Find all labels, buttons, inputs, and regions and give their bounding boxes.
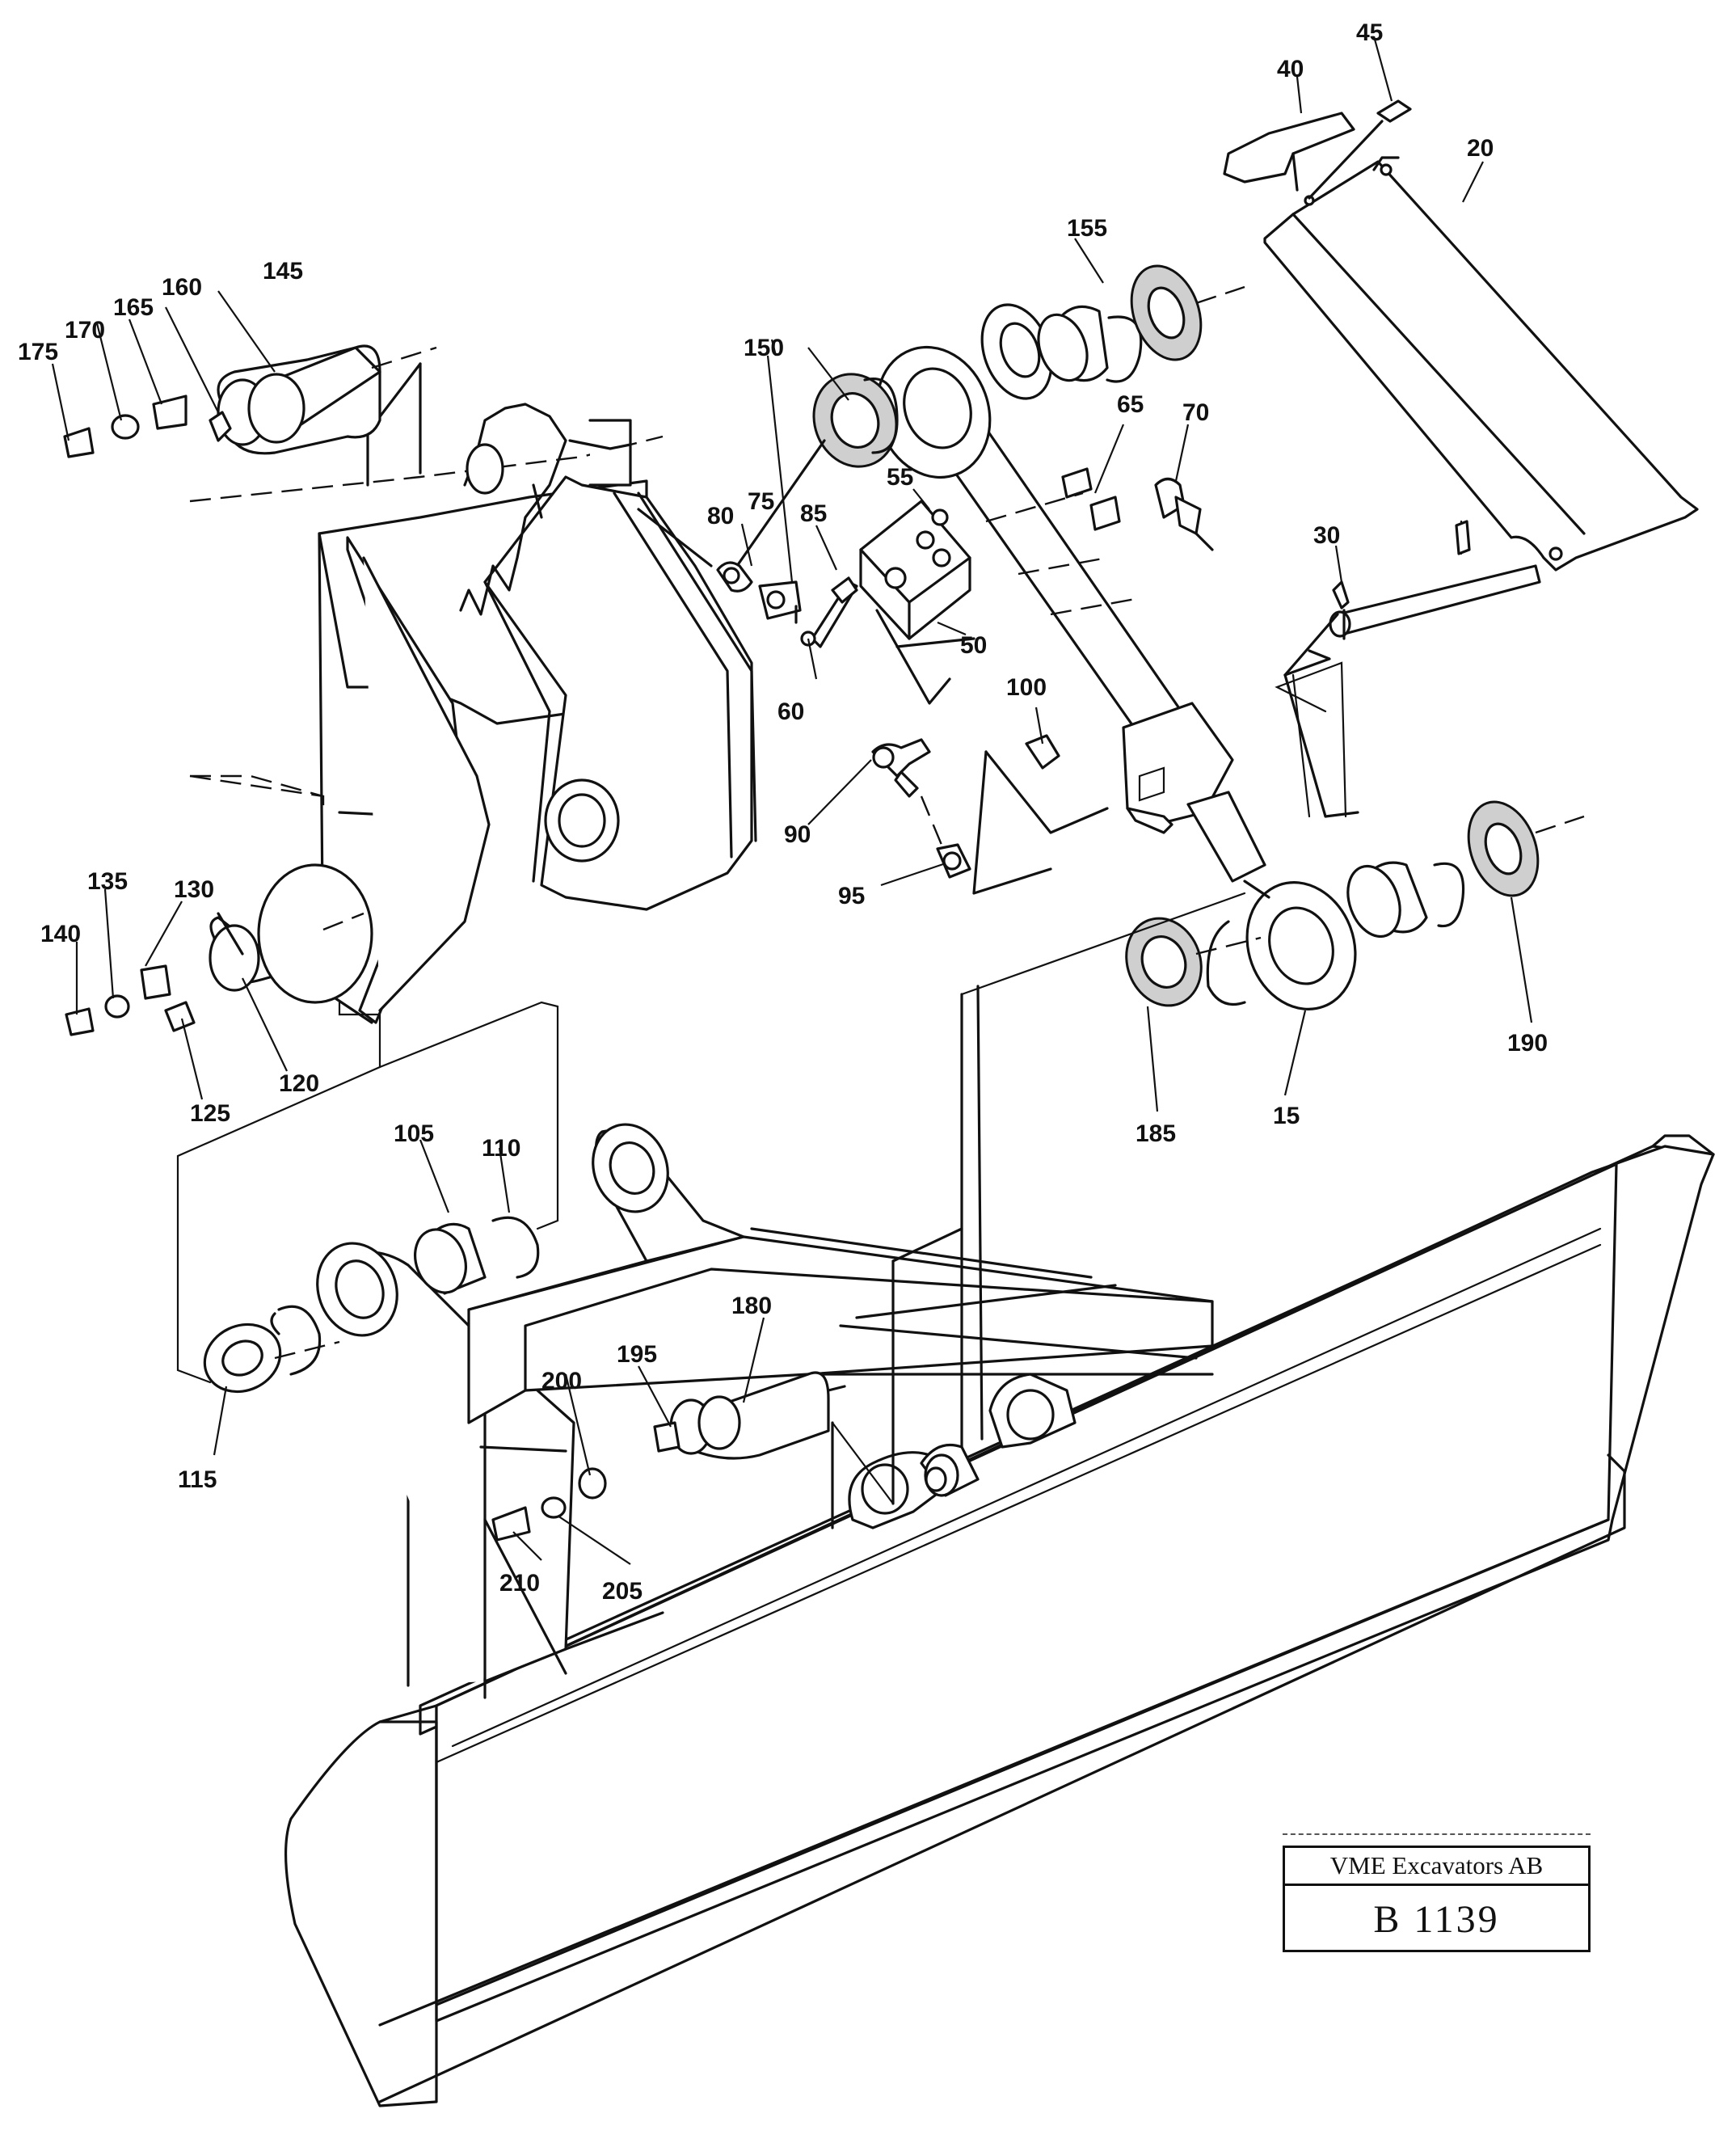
lower-bearings [1125,800,1585,1007]
callout-95: 95 [838,883,865,909]
upper-bearings [730,264,1245,576]
callout-labels: 45 40 20 155 145 160 165 170 175 150 65 … [18,19,1548,1605]
callout-55: 55 [887,464,913,491]
callout-130: 130 [174,876,214,903]
alignment-lines [176,661,1347,1505]
callout-145: 145 [263,258,303,285]
callout-70: 70 [1182,399,1209,426]
blade-mount-lugs [831,985,1077,1529]
callout-120: 120 [279,1070,319,1097]
pin-145-assembly [63,344,437,458]
callout-165: 165 [113,294,154,321]
callout-190: 190 [1507,1030,1548,1057]
callout-115: 115 [178,1466,217,1493]
callout-210: 210 [499,1570,540,1597]
callout-140: 140 [40,921,81,947]
pin-120-assembly [65,863,373,1036]
callout-50: 50 [960,632,987,659]
company-name: VME Excavators AB [1285,1848,1588,1886]
callout-150: 150 [744,335,784,361]
leader-lines [51,36,1533,1565]
callout-160: 160 [162,274,202,301]
callout-155: 155 [1067,215,1107,242]
callout-30: 30 [1313,522,1340,549]
push-arm-bearings [203,1123,669,1394]
callout-15: 15 [1273,1103,1300,1129]
callout-85: 85 [800,500,827,527]
callout-180: 180 [731,1293,772,1319]
mounting-frame [189,362,757,1024]
callout-45: 45 [1356,19,1383,46]
valve-block [859,500,975,705]
callout-125: 125 [190,1100,230,1127]
callout-195: 195 [617,1341,657,1368]
callout-60: 60 [777,698,804,725]
title-block: VME Excavators AB B 1139 [1283,1846,1591,1952]
title-block-rule [1283,1833,1591,1835]
callout-185: 185 [1136,1120,1176,1147]
drawing-number: B 1139 [1373,1897,1500,1941]
callout-110: 110 [482,1135,520,1162]
callout-135: 135 [87,868,128,895]
callout-200: 200 [541,1368,582,1394]
callout-205: 205 [602,1578,643,1605]
dozer-blade [284,1134,1715,2107]
callout-80: 80 [707,503,734,529]
callout-40: 40 [1277,56,1304,82]
callout-90: 90 [784,821,811,848]
callout-20: 20 [1467,135,1494,162]
callout-175: 175 [18,339,58,365]
callout-105: 105 [394,1120,434,1147]
callout-65: 65 [1117,391,1144,418]
pin-180-assembly [491,1371,846,1542]
hydraulic-cylinder [875,345,1357,1010]
callout-170: 170 [65,317,105,344]
cover-plate [1223,99,1699,818]
callout-75: 75 [748,488,774,515]
callout-100: 100 [1006,674,1047,701]
